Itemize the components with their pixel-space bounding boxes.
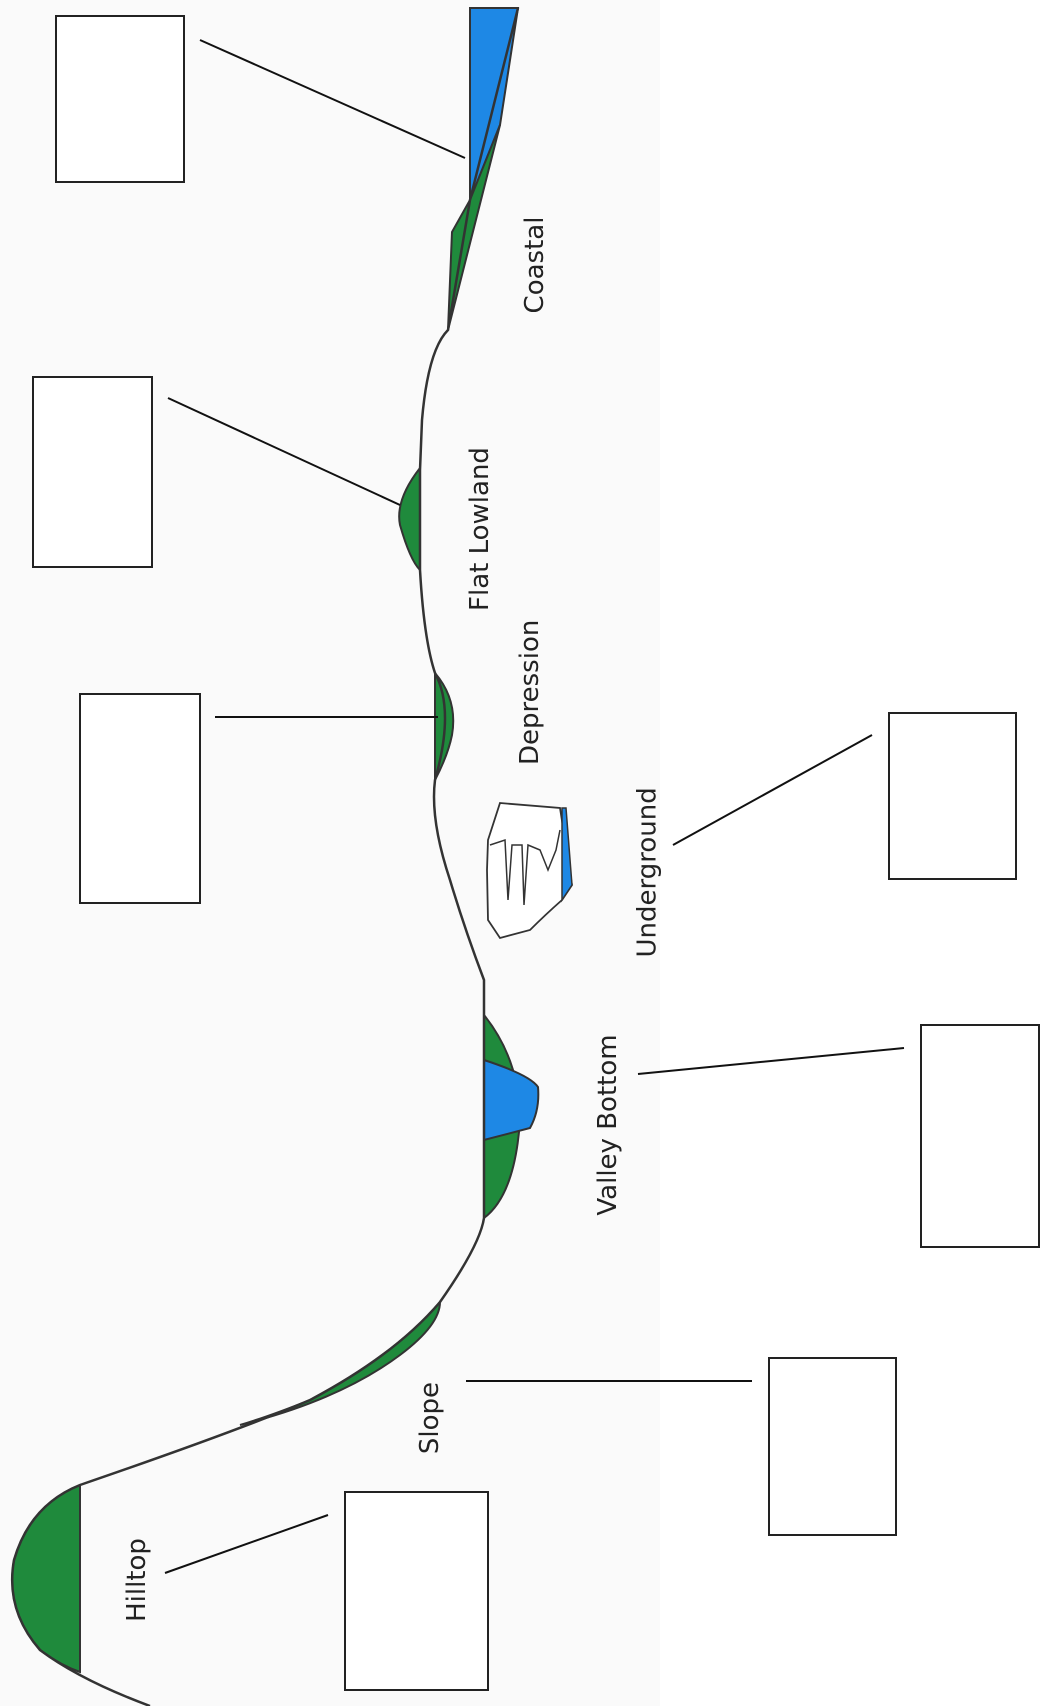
label-valley-bottom: Valley Bottom xyxy=(593,1034,623,1216)
label-flat-lowland: Flat Lowland xyxy=(465,447,495,611)
answer-box-flat-lowland[interactable] xyxy=(32,376,153,568)
label-slope: Slope xyxy=(415,1381,445,1455)
leader-line-valley-bottom xyxy=(637,1047,905,1075)
answer-box-slope[interactable] xyxy=(768,1357,897,1536)
flat-lowland-vegetation xyxy=(398,465,421,573)
answer-box-hilltop[interactable] xyxy=(344,1491,489,1691)
underground-cave xyxy=(486,802,573,940)
label-underground: Underground xyxy=(632,787,663,958)
leader-line-underground xyxy=(672,734,873,846)
underground-water xyxy=(561,807,573,903)
leader-line-coastal xyxy=(199,39,466,159)
leader-line-hilltop xyxy=(164,1514,329,1574)
leader-line-flat-lowland xyxy=(167,397,401,506)
coastal-vegetation xyxy=(447,124,501,331)
label-depression: Depression xyxy=(515,619,545,765)
label-hilltop: Hilltop xyxy=(122,1538,152,1622)
answer-box-valley-bottom[interactable] xyxy=(920,1024,1040,1248)
label-coastal: Coastal xyxy=(520,216,550,314)
slope-vegetation xyxy=(239,1299,442,1426)
terrain-outline xyxy=(10,7,520,1706)
answer-box-underground[interactable] xyxy=(888,712,1017,880)
stalactites xyxy=(489,829,561,906)
valley-water xyxy=(483,1058,540,1142)
answer-box-coastal[interactable] xyxy=(55,15,185,183)
answer-box-depression[interactable] xyxy=(79,693,201,904)
hilltop-vegetation xyxy=(11,1483,81,1674)
